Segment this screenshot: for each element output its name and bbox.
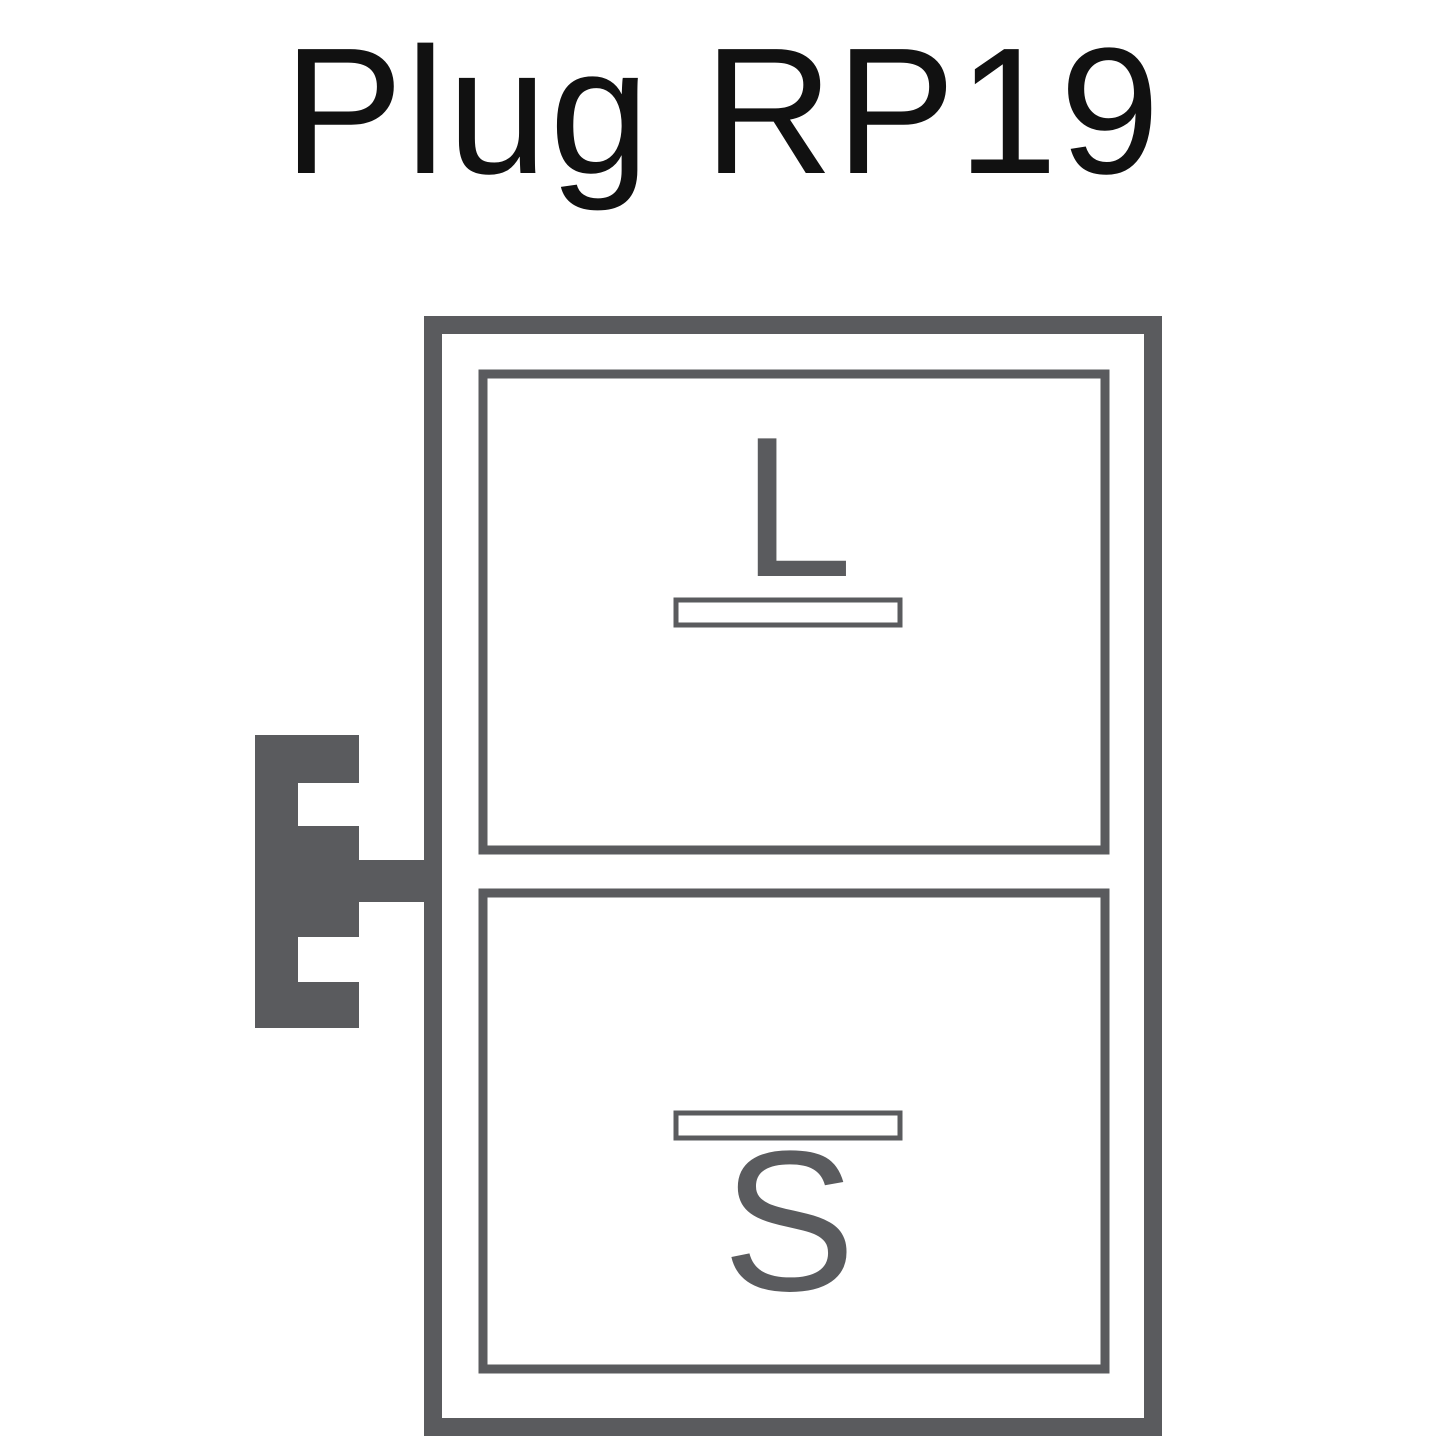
latch-tab [255, 735, 433, 1028]
s-terminal-bar [673, 1110, 903, 1141]
bottom-pin-cavity [478, 888, 1110, 1374]
pin-label-l: L [741, 396, 852, 619]
diagram-title: Plug RP19 [283, 11, 1162, 212]
l-terminal-bar [673, 597, 903, 628]
top-pin-cavity [478, 369, 1110, 855]
pin-label-s: S [722, 1110, 855, 1333]
